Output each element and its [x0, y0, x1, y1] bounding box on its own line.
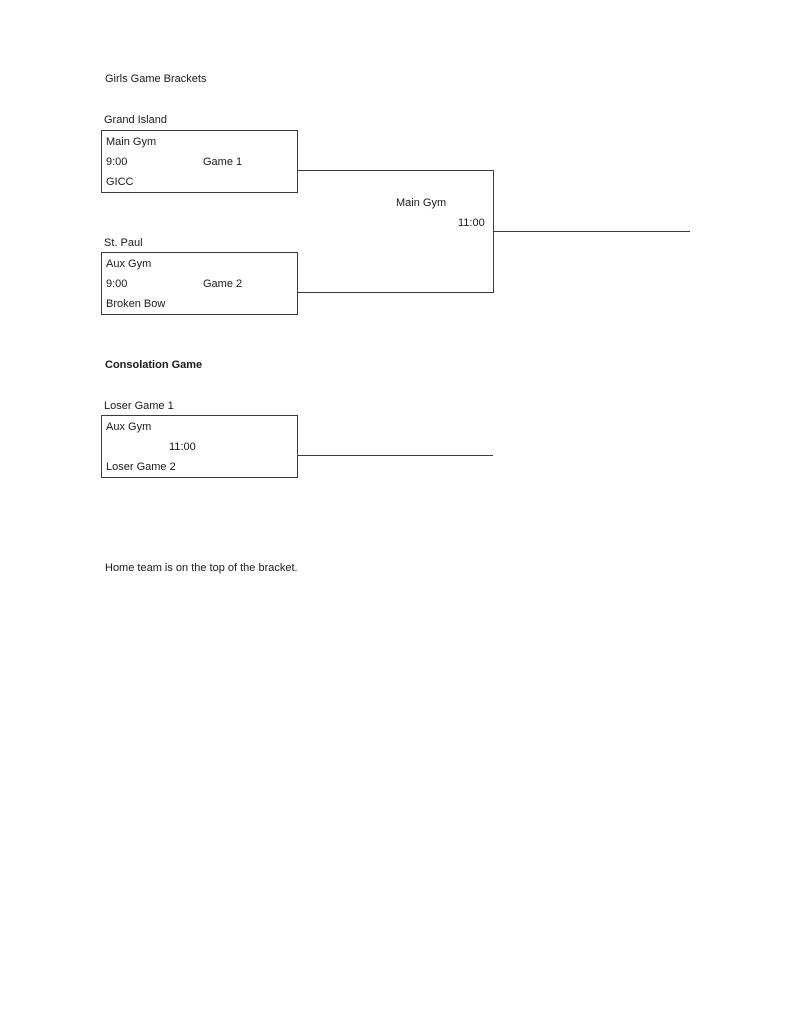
game2-label: Game 2: [203, 278, 243, 290]
game2-time: 9:00: [106, 278, 128, 290]
game2-venue: Aux Gym: [106, 258, 152, 270]
game1-bottom-team: GICC: [106, 176, 134, 188]
consolation-venue: Aux Gym: [106, 421, 152, 433]
connector-game2-feed: [297, 292, 493, 293]
page-title: Girls Game Brackets: [105, 73, 207, 85]
game1-time: 9:00: [106, 156, 128, 168]
final-time: 11:00: [458, 217, 485, 229]
connector-consolation-output: [297, 455, 493, 456]
game1-venue: Main Gym: [106, 136, 157, 148]
footer-note: Home team is on the top of the bracket.: [105, 562, 298, 574]
consolation-box: Aux Gym 11:00 Loser Game 2: [101, 415, 298, 478]
game2-bottom-team: Broken Bow: [106, 298, 166, 310]
game1-label: Game 1: [203, 156, 243, 168]
consolation-bottom-team: Loser Game 2: [106, 461, 176, 473]
consolation-time: 11:00: [169, 441, 196, 453]
game1-box: Main Gym 9:00 Game 1 GICC: [101, 130, 298, 193]
game2-box: Aux Gym 9:00 Game 2 Broken Bow: [101, 252, 298, 315]
connector-championship-output: [493, 231, 690, 232]
game1-top-team: Grand Island: [104, 114, 167, 126]
connector-game1-feed: [297, 170, 493, 171]
consolation-heading: Consolation Game: [105, 359, 203, 371]
game2-top-team: St. Paul: [104, 237, 143, 249]
consolation-top-team: Loser Game 1: [104, 400, 174, 412]
final-venue: Main Gym: [396, 197, 447, 209]
